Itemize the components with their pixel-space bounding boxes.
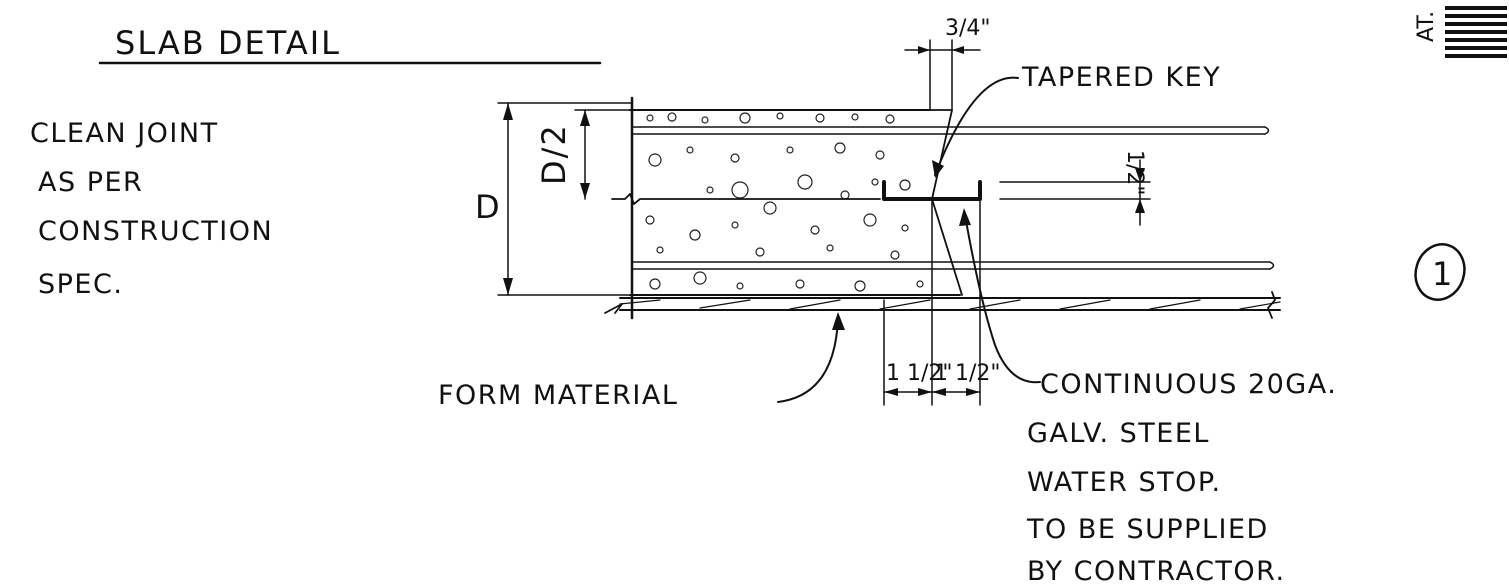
corner-tag-label: AT. xyxy=(1414,11,1439,42)
title: SLAB DETAIL xyxy=(115,24,341,62)
joint-note-line-3: CONSTRUCTION xyxy=(38,216,273,247)
dimension-bottom-right-label: 1 1/2" xyxy=(934,361,1001,386)
dimension-depth: D xyxy=(475,102,633,296)
tapered-key-label: TAPERED KEY xyxy=(1021,62,1221,93)
dimension-bottom: 1 1/2" 1 1/2" xyxy=(883,198,1001,406)
joint-note-line-4: SPEC. xyxy=(38,269,123,300)
waterstop-note-line-4: TO BE SUPPLIED xyxy=(1026,514,1269,545)
waterstop-note-line-5: BY CONTRACTOR. xyxy=(1027,556,1286,586)
detail-number: 1 xyxy=(1414,243,1466,301)
corner-tag: AT. xyxy=(1414,6,1507,58)
dimension-key-width: 3/4" xyxy=(904,16,991,111)
waterstop-callout: CONTINUOUS 20GA. GALV. STEEL WATER STOP.… xyxy=(959,208,1337,586)
joint-note-line-2: AS PER xyxy=(38,167,143,198)
detail-number-label: 1 xyxy=(1432,255,1454,293)
corner-tag-bars xyxy=(1445,6,1507,58)
waterstop-note-line-2: GALV. STEEL xyxy=(1027,418,1210,449)
tapered-key-callout: TAPERED KEY xyxy=(932,62,1221,178)
dimension-bottom-left-label: 1 1/2" xyxy=(886,361,953,386)
form-material xyxy=(604,291,1281,319)
dimension-key-width-label: 3/4" xyxy=(945,16,991,41)
joint-note: CLEAN JOINT AS PER CONSTRUCTION SPEC. xyxy=(30,118,273,300)
form-material-label: FORM MATERIAL xyxy=(438,380,678,411)
dimension-waterstop-leg: 1/2" xyxy=(999,150,1151,226)
dimension-depth-label: D xyxy=(475,188,502,226)
dimension-half-depth: D/2 xyxy=(535,109,633,200)
dimension-waterstop-leg-label: 1/2" xyxy=(1122,150,1147,196)
tapered-key xyxy=(929,109,963,296)
concrete-slab xyxy=(611,96,1275,320)
form-material-callout: FORM MATERIAL xyxy=(438,312,845,411)
aggregate-texture xyxy=(645,112,924,292)
waterstop-note-line-1: CONTINUOUS 20GA. xyxy=(1040,369,1337,400)
waterstop-note-line-3: WATER STOP. xyxy=(1027,467,1222,498)
dimension-half-depth-label: D/2 xyxy=(535,123,573,185)
joint-note-line-1: CLEAN JOINT xyxy=(30,118,219,149)
